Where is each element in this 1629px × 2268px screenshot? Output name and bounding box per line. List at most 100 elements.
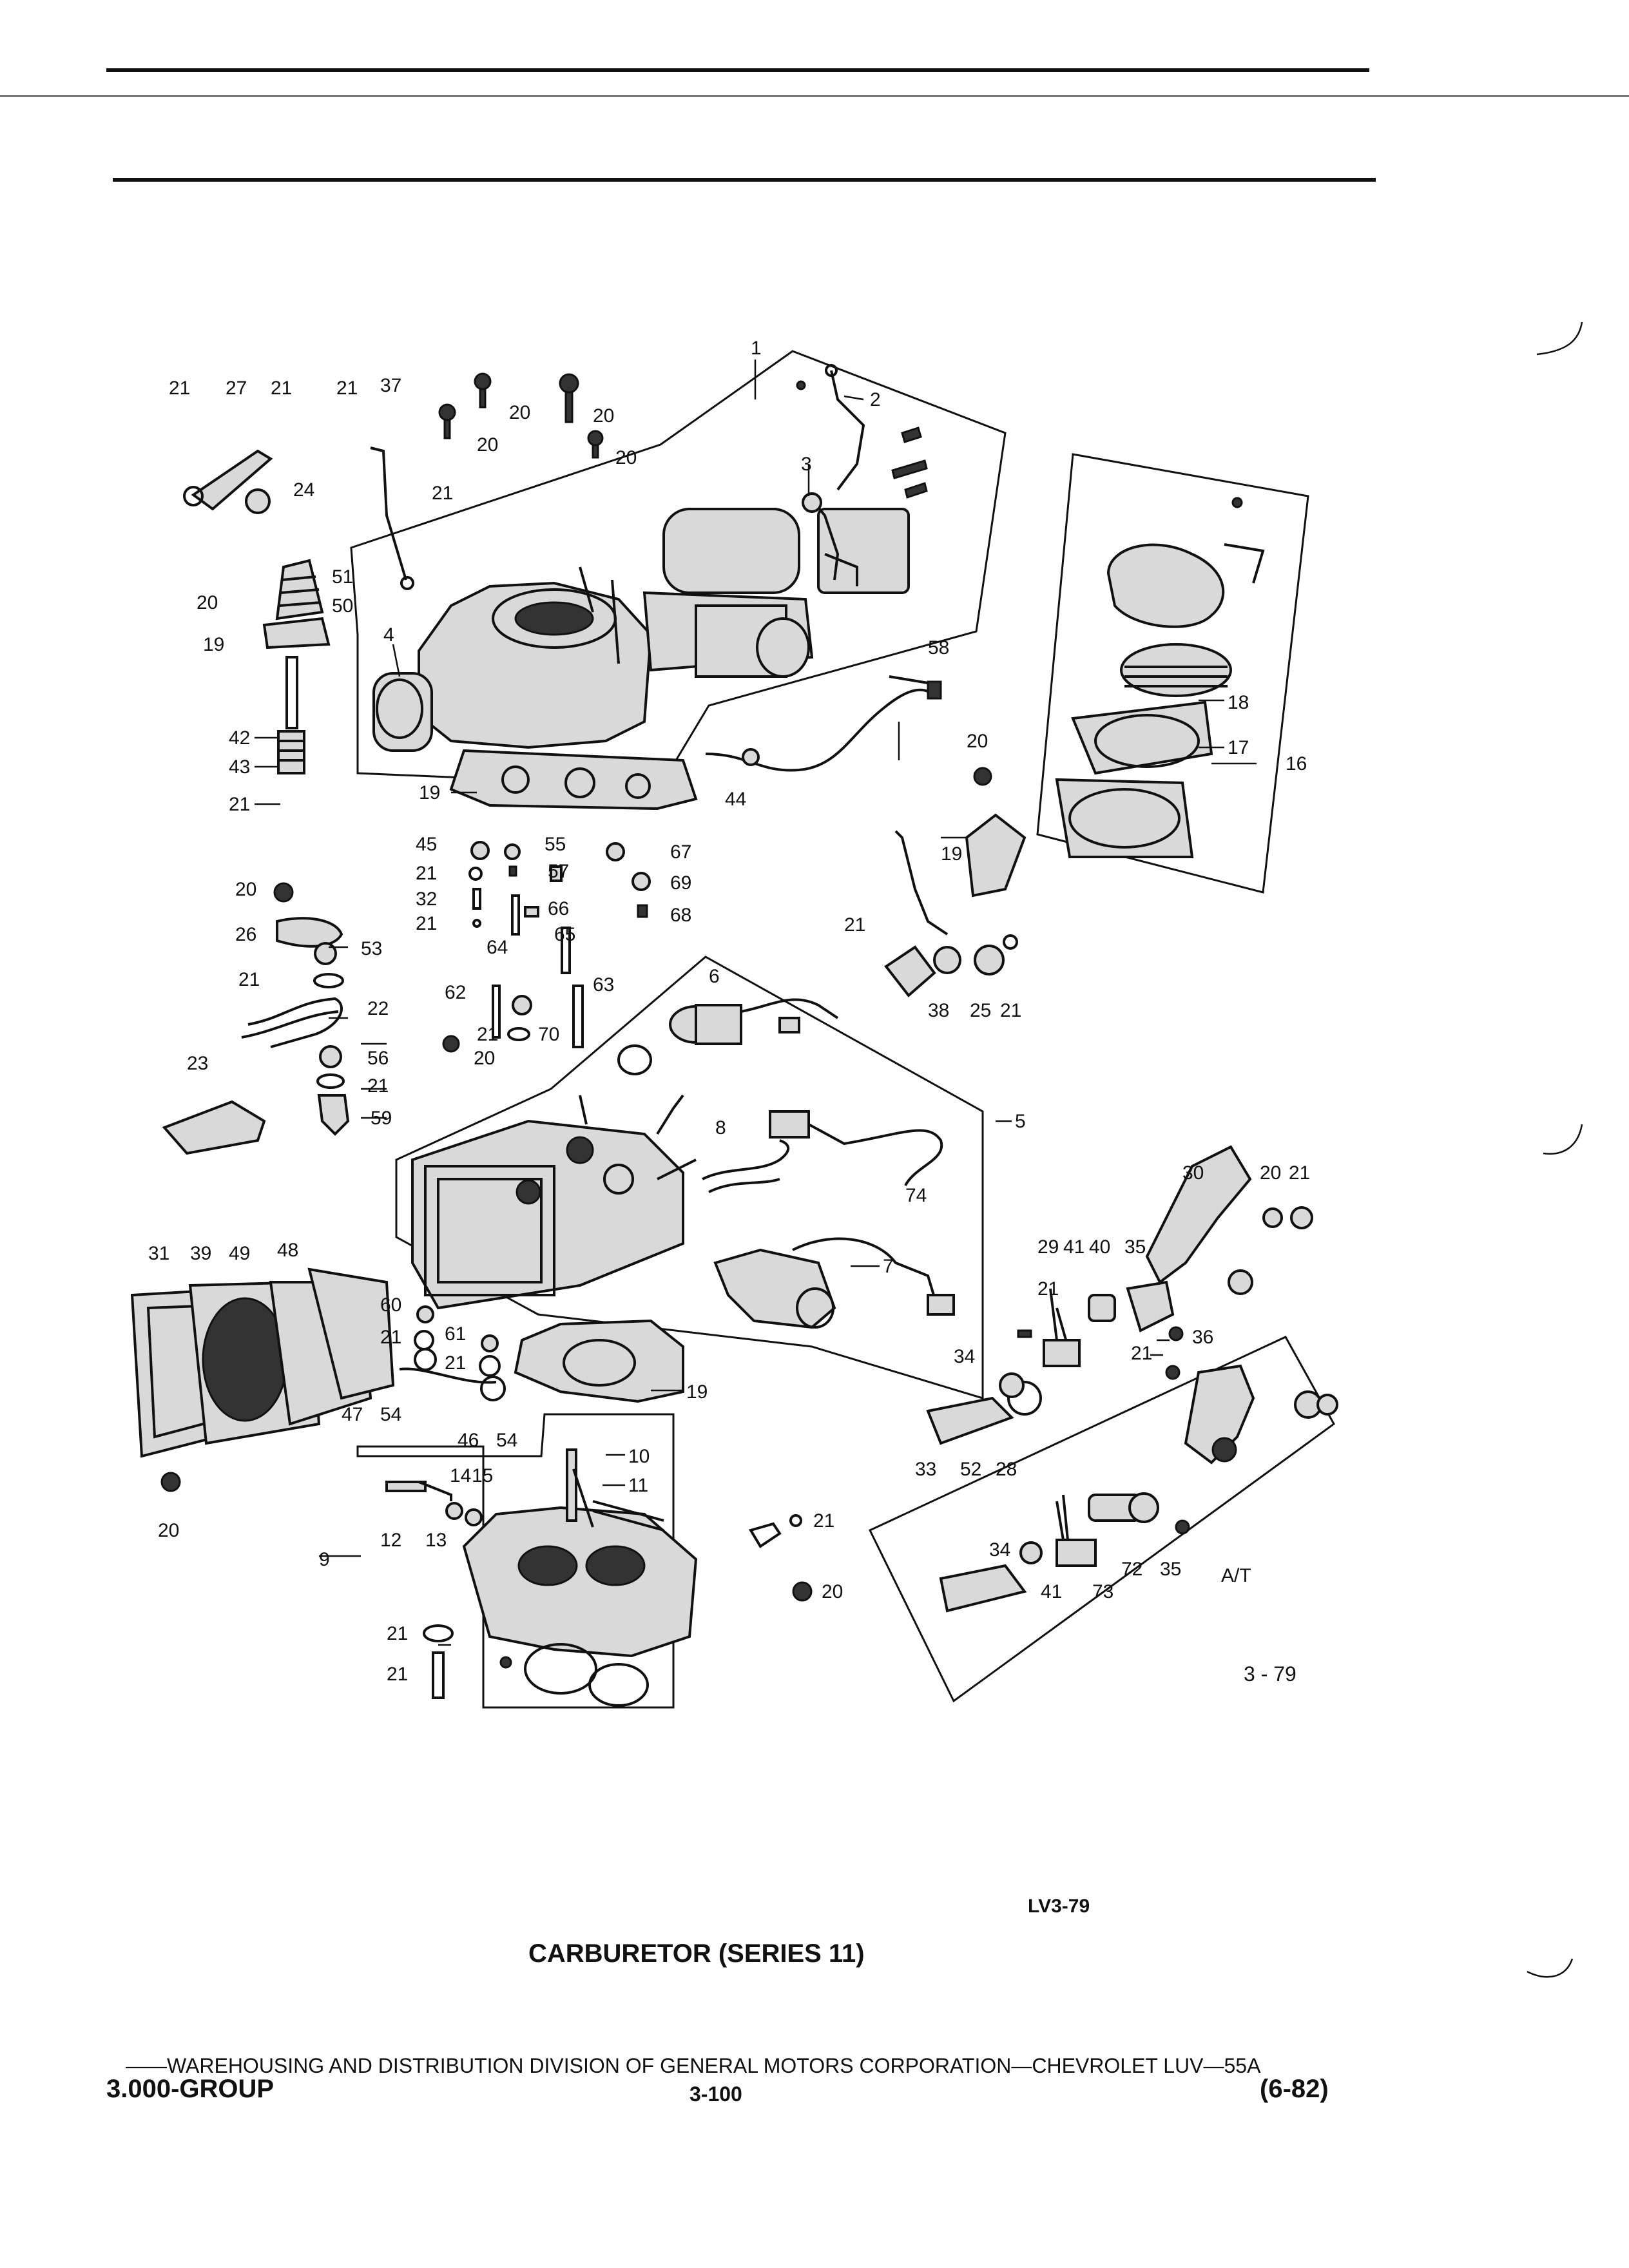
screw-20-right (973, 767, 992, 786)
header-rule-thin (0, 95, 1629, 97)
float-chamber-cover-31-48 (130, 1267, 395, 1458)
air-horn-assembly (372, 508, 910, 752)
jets-and-plugs (442, 841, 651, 1053)
harness-5 (769, 1017, 943, 1186)
callout-30: 30 (1182, 1162, 1204, 1184)
callout-46: 46 (458, 1430, 479, 1451)
fuel-inlet-parts (162, 882, 350, 1155)
screw-20-lower-left (160, 1472, 181, 1492)
harness-44 (705, 688, 936, 772)
callout-7: 7 (883, 1256, 894, 1277)
gasket-19-lower (514, 1319, 684, 1403)
callout-29: 29 (1037, 1236, 1059, 1258)
callout-21: 21 (445, 1352, 466, 1374)
callout-19: 19 (941, 843, 962, 865)
callout-59: 59 (371, 1108, 392, 1129)
callout-21: 21 (1037, 1278, 1059, 1300)
callout-at: A/T (1221, 1565, 1251, 1586)
callout-41: 41 (1041, 1581, 1062, 1602)
spring-24 (245, 488, 271, 514)
callout-32: 32 (416, 889, 437, 910)
callout-10: 10 (628, 1446, 650, 1467)
callout-21: 21 (229, 794, 250, 815)
drawing-code: LV3-79 (1028, 1896, 1090, 1917)
callout-31: 31 (148, 1243, 169, 1264)
callout-60: 60 (380, 1294, 401, 1316)
callout-21: 21 (380, 1327, 401, 1348)
callout-33: 33 (915, 1459, 936, 1480)
pump-boot-51 (275, 559, 324, 620)
callout-20: 20 (477, 434, 498, 456)
callout-53: 53 (361, 938, 382, 959)
callout-48: 48 (277, 1240, 298, 1261)
choke-cover-16 (1055, 497, 1265, 858)
callout-55: 55 (545, 834, 566, 855)
callout-72: 72 (1121, 1559, 1142, 1580)
callout-19: 19 (686, 1381, 708, 1403)
callout-42: 42 (229, 727, 250, 749)
callout-58: 58 (928, 637, 949, 658)
footer-date: (6-82) (1260, 2075, 1329, 2103)
callout-8: 8 (715, 1117, 726, 1139)
callout-9: 9 (319, 1549, 330, 1570)
callout-20: 20 (235, 879, 256, 900)
vacuum-switch-58 (889, 675, 942, 700)
callout-61: 61 (445, 1323, 466, 1345)
callout-56: 56 (367, 1048, 389, 1069)
page-caption: CARBURETOR (SERIES 11) (528, 1939, 865, 1968)
callout-21: 21 (271, 378, 292, 399)
callout-34: 34 (954, 1346, 975, 1367)
callout-43: 43 (229, 756, 250, 778)
callout-2: 2 (870, 389, 881, 410)
callout-21: 21 (432, 483, 453, 504)
solenoid-7 (713, 1237, 955, 1329)
callout-20: 20 (593, 405, 614, 427)
callout-74: 74 (905, 1185, 927, 1206)
callout-27: 27 (226, 378, 247, 399)
callout-39: 39 (190, 1243, 211, 1264)
gasket-19-upper (449, 749, 698, 811)
callout-4: 4 (383, 624, 394, 646)
callout-labels: 21 27 21 21 37 24 20 20 20 20 21 1 2 3 5… (148, 338, 1310, 1685)
footer-group: 3.000-GROUP (106, 2075, 275, 2103)
callout-52: 52 (960, 1459, 981, 1480)
callout-21: 21 (416, 913, 437, 934)
callout-34: 34 (989, 1539, 1010, 1561)
callout-17: 17 (1228, 737, 1249, 758)
callout-45: 45 (416, 834, 437, 855)
header-rule-second (113, 178, 1376, 182)
callout-57: 57 (548, 861, 569, 882)
callout-35: 35 (1124, 1236, 1146, 1258)
callout-38: 38 (928, 1000, 949, 1021)
callout-20: 20 (197, 592, 218, 613)
callout-21: 21 (1000, 1000, 1021, 1021)
callout-21: 21 (169, 378, 190, 399)
throttle-link-37 (370, 447, 414, 590)
callout-44: 44 (725, 789, 746, 810)
callout-21: 21 (336, 378, 358, 399)
fast-idle-lever-3 (802, 492, 840, 581)
callout-20: 20 (822, 1581, 843, 1602)
screw-21-20-lower (748, 1514, 813, 1602)
spring-10-screw (657, 1158, 697, 1180)
at-linkage-parts (939, 1364, 1338, 1613)
callout-67: 67 (670, 841, 691, 863)
callout-54: 54 (380, 1404, 401, 1425)
callout-25: 25 (970, 1000, 991, 1021)
margin-hole-marks (1527, 322, 1583, 1978)
callout-21: 21 (1131, 1343, 1152, 1364)
callout-21: 21 (238, 969, 260, 990)
callout-26: 26 (235, 924, 256, 945)
header-rule-top (106, 68, 1369, 72)
callout-21: 21 (844, 914, 865, 936)
lever-27 (183, 449, 273, 511)
float-bowl-body (411, 1094, 684, 1310)
gasket-19-choke (965, 813, 1027, 898)
link-25-38 (884, 830, 1018, 997)
leader-lines (255, 360, 1257, 1646)
callout-18: 18 (1228, 692, 1249, 713)
callout-20: 20 (967, 731, 988, 752)
callout-6: 6 (709, 966, 720, 987)
throttle-body-9 (385, 1448, 698, 1707)
